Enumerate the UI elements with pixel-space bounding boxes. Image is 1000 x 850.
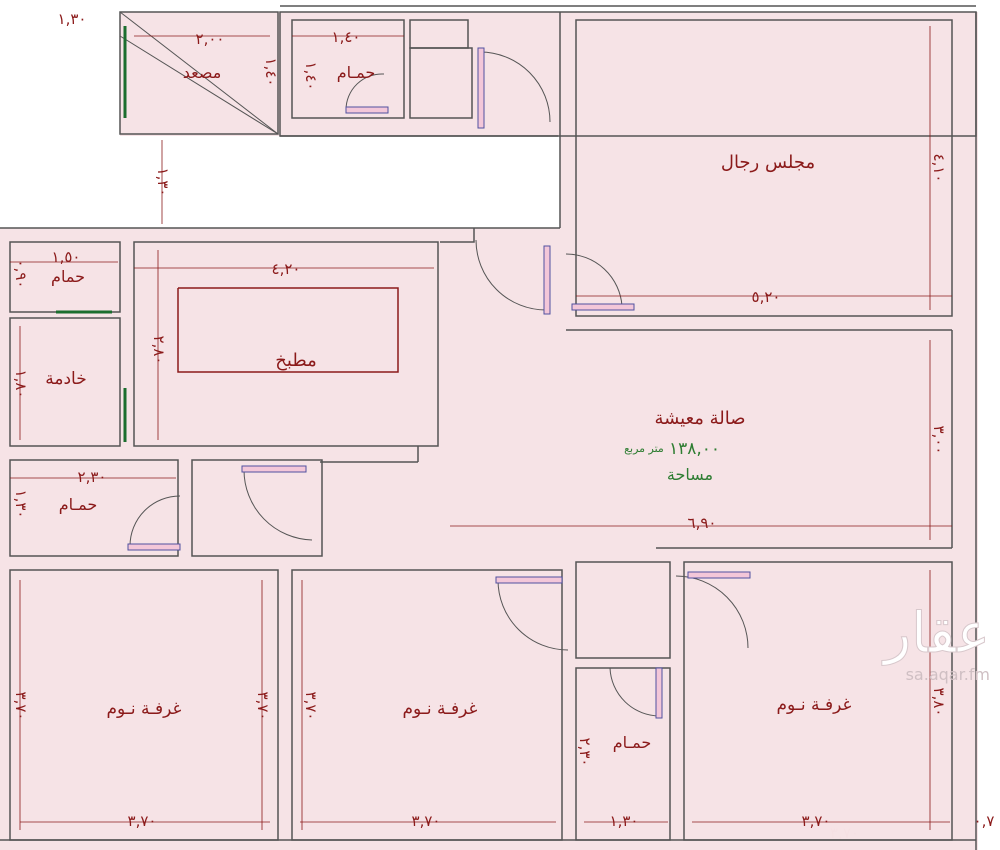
room-label-bath-top: حمـام xyxy=(337,63,376,82)
area-label: مساحة xyxy=(667,465,713,484)
door-leaves xyxy=(127,47,751,719)
room-fills xyxy=(0,12,978,850)
dim-2-30: ٢,٣٠ xyxy=(78,468,107,486)
dim-1-80: ١,٨٠ xyxy=(12,370,30,399)
dim-4-20: ٤,٢٠ xyxy=(272,260,301,278)
dim-6-90: ٦,٩٠ xyxy=(688,514,717,532)
dim-1-30-bottom: ١,٣٠ xyxy=(610,812,639,830)
room-label-bedroom-2: غرفـة نـوم xyxy=(403,699,478,719)
room-label-living: صالة معيشة xyxy=(654,408,745,429)
dim-5-20: ٥,٢٠ xyxy=(752,288,781,306)
dim-3-80: ٣,٨٠ xyxy=(930,688,948,717)
dim-1-30-bath: ١,٣٠ xyxy=(12,490,30,519)
dimension-lines xyxy=(10,26,952,830)
dim-1-40-vert: ١,٤٠ xyxy=(262,58,280,87)
dim-4-10: ٤,١٠ xyxy=(930,154,948,183)
dim-3-70-a: ٣,٧٠ xyxy=(12,692,30,721)
watermark: عقار sa.aqar.fm xyxy=(881,601,991,685)
watermark-brand: عقار xyxy=(881,601,990,666)
dim-3-70-c: ٣,٧٠ xyxy=(302,692,320,721)
dim-3-70-b: ٣,٧٠ xyxy=(254,692,272,721)
dim-2-00: ٢,٠٠ xyxy=(196,30,225,48)
room-label-elevator: مصعد xyxy=(183,63,222,82)
area-unit: متر مربع xyxy=(624,442,664,455)
walls xyxy=(0,5,977,850)
dim-2-80: ٢,٨٠ xyxy=(150,336,168,365)
room-label-bedroom-1: غرفـة نـوم xyxy=(107,699,182,719)
room-label-bedroom-3: غرفـة نـوم xyxy=(777,695,852,715)
dim-1-30-corr: ١,٣٠ xyxy=(154,168,172,197)
dim-2-30-vert: ٢,٣٠ xyxy=(576,738,594,767)
dim-3-70-d-hidden: ٣,٧٠ xyxy=(830,824,859,842)
dim-1-40: ١,٤٠ xyxy=(332,28,361,46)
room-label-bath-left-mid: حمـام xyxy=(59,495,98,514)
dim-1-30-top: ١,٣٠ xyxy=(58,10,87,28)
corridor-gap xyxy=(0,136,560,228)
dim-3-70-e: ٣,٧٠ xyxy=(128,812,157,830)
room-label-bath-left-top: حمام xyxy=(51,267,85,286)
area-value: ١٣٨,٠٠ xyxy=(669,439,720,459)
dim-1-40-bath-vert: ١,٤٠ xyxy=(302,62,320,91)
green-walls xyxy=(56,26,127,442)
dim-0-70: ٠,٧ xyxy=(974,812,995,830)
room-label-kitchen: مطبخ xyxy=(275,350,316,371)
dim-1-50: ١,٥٠ xyxy=(52,248,81,266)
room-label-majlis: مجلس رجال xyxy=(721,152,815,173)
dim-3-00: ٣,٠٠ xyxy=(930,426,948,455)
dim-3-70-g: ٣,٧٠ xyxy=(802,812,831,830)
dim-0-90: ٠,٩٠ xyxy=(12,260,30,289)
room-label-bath-bottom: حمـام xyxy=(613,733,652,752)
watermark-site: sa.aqar.fm xyxy=(906,665,990,684)
room-label-maid: خادمة xyxy=(45,369,86,389)
dim-3-70-f: ٣,٧٠ xyxy=(412,812,441,830)
left-edge-white xyxy=(0,0,118,136)
